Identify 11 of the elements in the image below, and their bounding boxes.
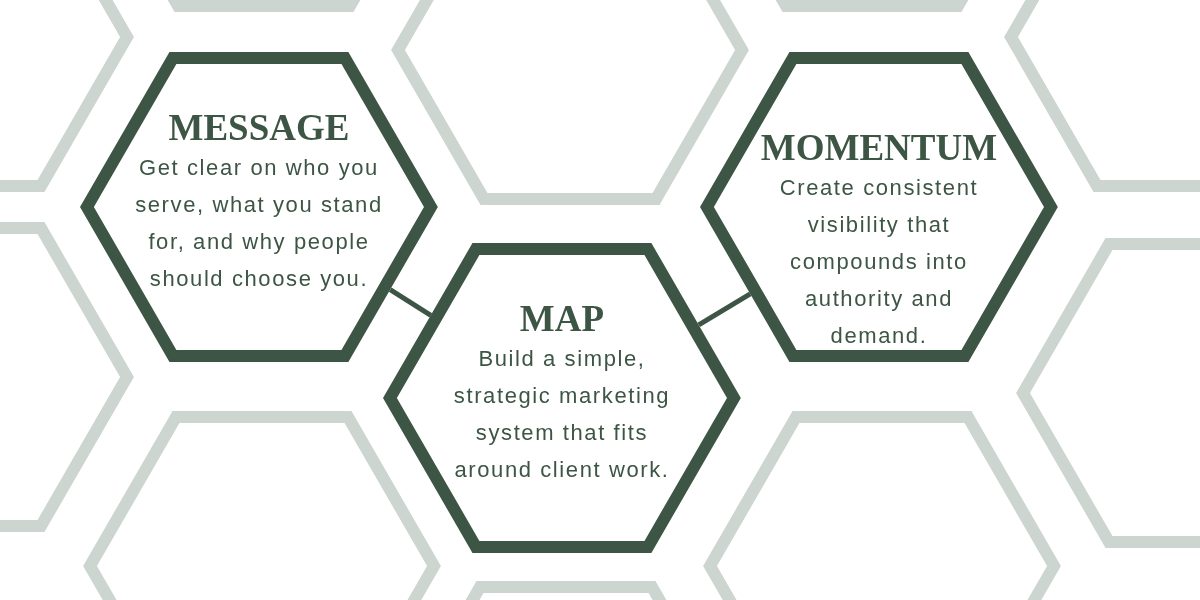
step-description: Get clear on who you serve, what you stand for, and why people should choose you.	[134, 154, 384, 294]
step-hexagon	[700, 52, 1058, 362]
connector-line	[697, 291, 752, 328]
connector-line	[388, 287, 433, 318]
step-title: MAP	[519, 298, 605, 341]
step-description: Build a simple, strategic marketing system that fits around client work.	[452, 345, 672, 485]
step-title: MESSAGE	[168, 107, 350, 150]
step-title: MOMENTUM	[760, 127, 998, 170]
step-hexagon	[80, 52, 438, 362]
step-hexagon	[383, 243, 741, 553]
step-description: Create consistent visibility that compounds into authority and demand.	[778, 174, 980, 351]
